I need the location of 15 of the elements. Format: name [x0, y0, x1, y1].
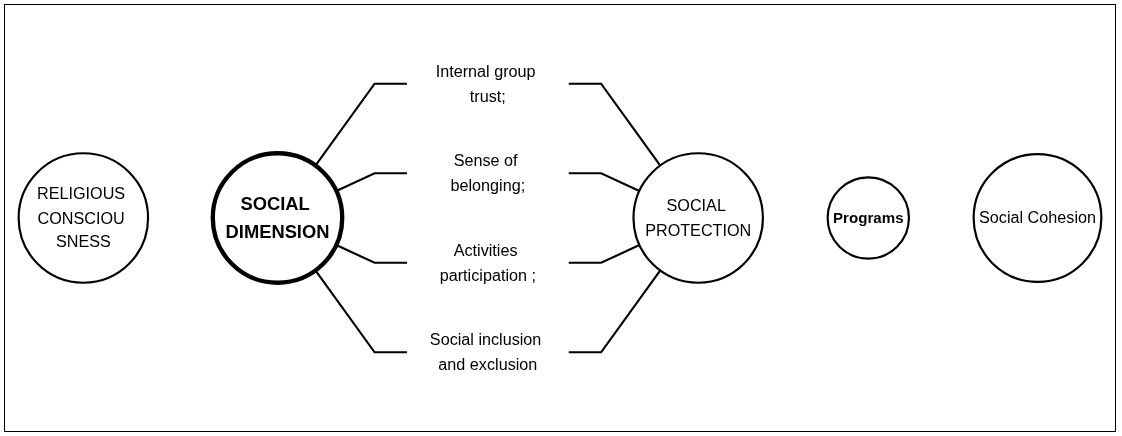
connector	[568, 82, 662, 167]
node-text: Activities participation ;	[439, 240, 536, 284]
node-circle: Programs	[826, 176, 910, 260]
node-text: Social inclusion and exclusion	[429, 330, 542, 373]
node-text: Sense of belonging;	[450, 151, 526, 194]
node-circle: Social Cohesion	[972, 153, 1103, 283]
connector	[568, 269, 662, 354]
node-circle: SOCIAL DIMENSION	[210, 151, 345, 285]
connector	[314, 82, 407, 167]
node-circle: SOCIAL PROTECTION	[632, 152, 764, 284]
node-text: Internal group trust;	[435, 61, 536, 105]
connector	[314, 269, 407, 354]
connector	[568, 172, 640, 192]
connector	[568, 244, 640, 264]
node-circle: RELIGIOUS CONSCIOU SNESS	[17, 152, 150, 284]
